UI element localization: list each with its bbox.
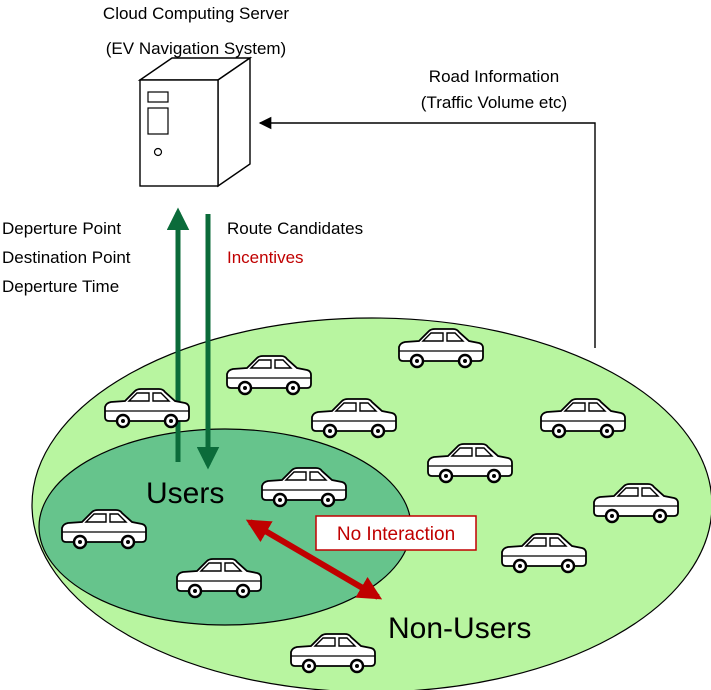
server-title: Cloud Computing Server <box>103 4 289 23</box>
users-label: Users <box>146 477 224 510</box>
route-candidates-label: Route Candidates <box>227 219 363 238</box>
road-info-arrow <box>258 116 596 348</box>
uplink-item-destination-point: Destination Point <box>2 248 131 267</box>
road-info-label-1: Road Information <box>429 67 559 86</box>
no-interaction-box <box>315 515 477 551</box>
no-interaction-arrow <box>245 519 383 600</box>
non-users-label: Non-Users <box>388 612 531 645</box>
server-subtitle: (EV Navigation System) <box>106 39 286 58</box>
incentives-label: Incentives <box>227 248 304 267</box>
no-interaction-label: No Interaction <box>337 524 455 545</box>
uplink-item-departure-time: Deperture Time <box>2 277 119 296</box>
uplink-item-departure-point: Deperture Point <box>2 219 121 238</box>
server-tower-icon <box>137 56 253 188</box>
road-info-label-2: (Traffic Volume etc) <box>421 93 567 112</box>
